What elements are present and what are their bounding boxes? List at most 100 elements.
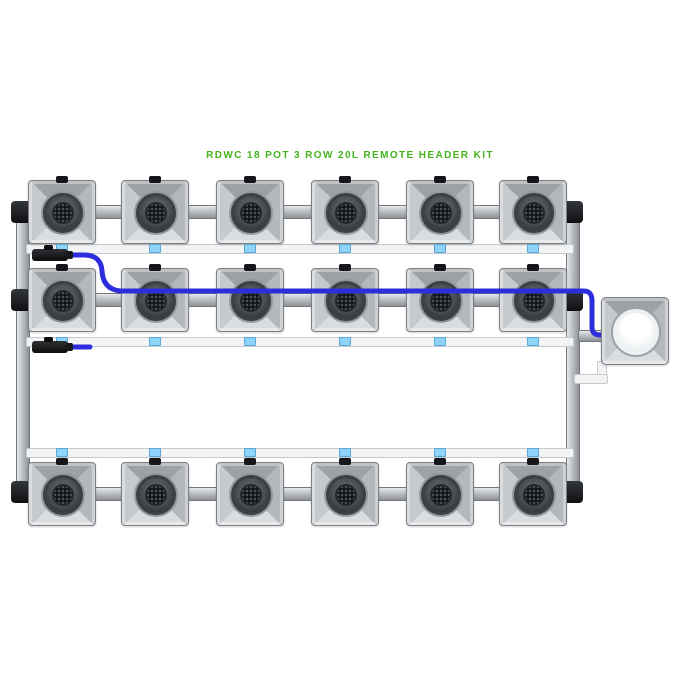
pot-mesh-icon [523, 484, 545, 506]
pot-row2-1 [28, 264, 96, 332]
tank-return-pipe [574, 374, 608, 384]
header-return-valve [32, 337, 73, 353]
row-3-return-pipe [26, 448, 574, 458]
pot-mesh-icon [145, 484, 167, 506]
tube-fitting [339, 337, 351, 346]
row-2-rail [16, 293, 580, 307]
tube-fitting [244, 337, 256, 346]
pot-lid [512, 279, 556, 323]
pot-mesh-icon [430, 484, 452, 506]
pot-row2-4 [311, 264, 379, 332]
tube-fitting [56, 448, 68, 457]
pipe-clip [527, 264, 539, 271]
row-1-rail [16, 205, 580, 219]
pot-lid [324, 279, 368, 323]
tube-fitting [434, 337, 446, 346]
pot-row2-5 [406, 264, 474, 332]
tube-fitting [244, 448, 256, 457]
pipe-clip [149, 458, 161, 465]
pot-mesh-icon [430, 202, 452, 224]
pot-lid [41, 473, 85, 517]
pipe-clip [527, 176, 539, 183]
pot-lid [134, 191, 178, 235]
tube-fitting [434, 448, 446, 457]
row-3-rail [16, 487, 580, 501]
pipe-clip [244, 176, 256, 183]
pot-row1-2 [121, 176, 189, 244]
header-tank-lid [611, 307, 661, 357]
pot-mesh-icon [145, 202, 167, 224]
product-title: RDWC 18 POT 3 ROW 20L REMOTE HEADER KIT [206, 150, 494, 161]
pot-row1-5 [406, 176, 474, 244]
pot-lid [512, 191, 556, 235]
pot-lid [324, 191, 368, 235]
pot-row3-1 [28, 458, 96, 526]
pot-mesh-icon [240, 290, 262, 312]
row-2-return-pipe [26, 337, 574, 347]
tube-fitting [244, 244, 256, 253]
frame-corner-fitting [11, 201, 33, 223]
tube-fitting [149, 244, 161, 253]
pot-row2-2 [121, 264, 189, 332]
pipe-clip [244, 458, 256, 465]
header-inlet-valve [32, 245, 73, 261]
pipe-clip [527, 458, 539, 465]
pot-lid [229, 473, 273, 517]
pot-mesh-icon [335, 484, 357, 506]
pot-lid [324, 473, 368, 517]
pot-mesh-icon [145, 290, 167, 312]
pot-mesh-icon [52, 290, 74, 312]
pot-mesh-icon [335, 290, 357, 312]
pipe-clip [339, 264, 351, 271]
pot-row3-4 [311, 458, 379, 526]
pipe-clip [434, 176, 446, 183]
pot-lid [41, 191, 85, 235]
pot-row3-2 [121, 458, 189, 526]
pot-row1-6 [499, 176, 567, 244]
pipe-clip [149, 264, 161, 271]
pot-mesh-icon [52, 202, 74, 224]
pot-mesh-icon [240, 484, 262, 506]
pot-lid [419, 473, 463, 517]
pipe-clip [339, 458, 351, 465]
tube-fitting [527, 244, 539, 253]
pipe-clip [339, 176, 351, 183]
pot-mesh-icon [52, 484, 74, 506]
frame-corner-fitting [11, 481, 33, 503]
pot-row1-1 [28, 176, 96, 244]
pot-mesh-icon [335, 202, 357, 224]
pot-lid [134, 279, 178, 323]
pipe-clip [434, 458, 446, 465]
pot-row2-6 [499, 264, 567, 332]
pot-lid [419, 279, 463, 323]
frame-corner-fitting [11, 289, 33, 311]
pot-mesh-icon [430, 290, 452, 312]
pot-lid [41, 279, 85, 323]
tube-fitting [527, 448, 539, 457]
tube-fitting [149, 337, 161, 346]
pot-row1-4 [311, 176, 379, 244]
pot-row3-5 [406, 458, 474, 526]
pot-lid [229, 279, 273, 323]
pot-row3-6 [499, 458, 567, 526]
pot-row1-3 [216, 176, 284, 244]
pipe-clip [434, 264, 446, 271]
pipe-clip [56, 264, 68, 271]
pot-lid [419, 191, 463, 235]
tube-fitting [527, 337, 539, 346]
row-1-return-pipe [26, 244, 574, 254]
pot-row3-3 [216, 458, 284, 526]
header-tank [601, 297, 669, 365]
tube-fitting [339, 244, 351, 253]
pot-lid [134, 473, 178, 517]
pot-row2-3 [216, 264, 284, 332]
pipe-clip [56, 458, 68, 465]
pot-lid [229, 191, 273, 235]
tube-fitting [339, 448, 351, 457]
tube-fitting [434, 244, 446, 253]
pot-lid [512, 473, 556, 517]
tube-fitting [149, 448, 161, 457]
pot-mesh-icon [240, 202, 262, 224]
